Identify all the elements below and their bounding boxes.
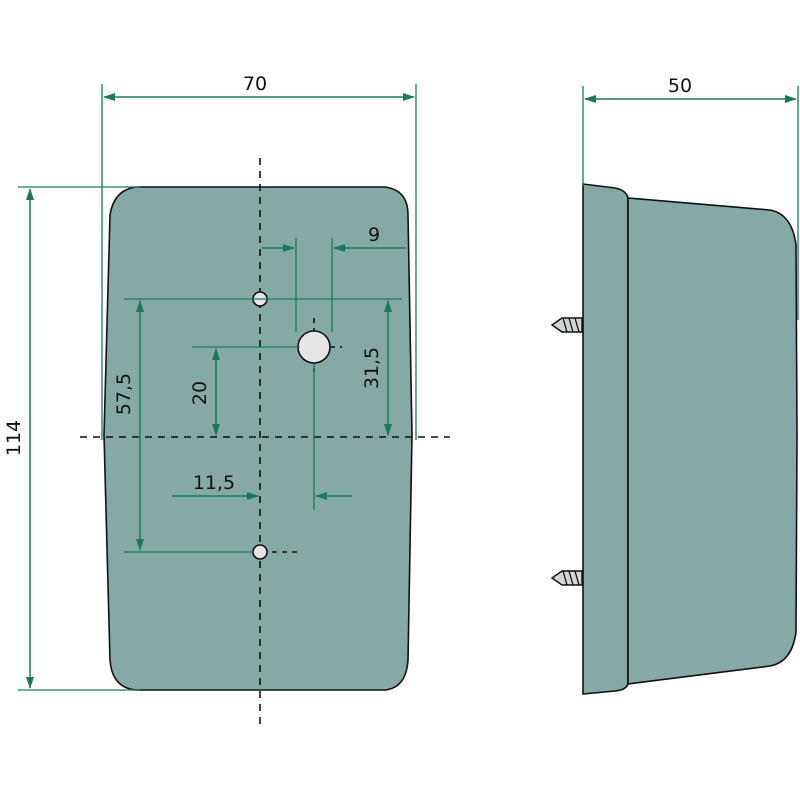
depth-label: 50 bbox=[668, 75, 692, 97]
width-label: 70 bbox=[243, 73, 267, 95]
middle-cable-hole bbox=[297, 330, 331, 364]
middle-hole-height-label: 20 bbox=[189, 381, 211, 405]
right-dimension-label: 31,5 bbox=[361, 347, 383, 389]
offset-9-label: 9 bbox=[368, 224, 380, 246]
lower-mounting-screw bbox=[550, 570, 583, 586]
height-label: 114 bbox=[3, 420, 25, 456]
side-base-plate bbox=[582, 183, 629, 695]
lower-mounting-hole bbox=[252, 544, 268, 560]
front-view: 70 114 57,5 20 31,5 9 11,5 bbox=[3, 73, 450, 730]
hole-spacing-label: 57,5 bbox=[113, 373, 135, 415]
side-view: 50 bbox=[550, 75, 799, 695]
side-lens-housing bbox=[627, 197, 798, 685]
offset-11-5-label: 11,5 bbox=[193, 472, 235, 494]
upper-mounting-screw bbox=[550, 317, 583, 333]
front-lamp-body bbox=[103, 186, 413, 691]
